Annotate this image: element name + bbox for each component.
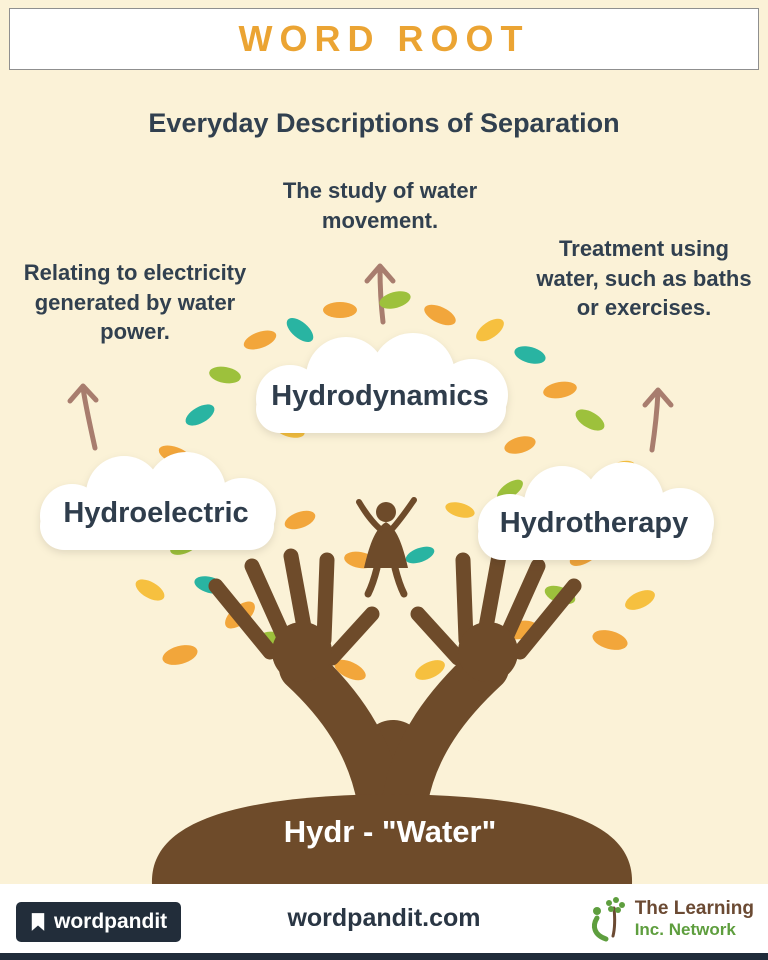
wordpandit-logo-icon xyxy=(31,913,45,931)
footer-bar: wordpandit wordpandit.com The Learning I… xyxy=(0,884,768,960)
root-word-label: Hydr - "Water" xyxy=(283,814,497,849)
wordpandit-logo-text: wordpandit xyxy=(54,910,168,933)
root-mound xyxy=(151,794,633,884)
word-hydrotherapy: Hydrotherapy xyxy=(499,506,689,539)
page-title: WORD ROOT xyxy=(238,18,530,59)
cloud-hydroelectric: Hydroelectric xyxy=(14,450,298,560)
cloud-shape xyxy=(40,452,276,550)
girl-silhouette xyxy=(356,497,417,598)
description-hydroelectric: Relating to electricity generated by wat… xyxy=(23,260,247,345)
description-hydrodynamics: The study of water movement. xyxy=(282,178,478,233)
up-arrows xyxy=(67,263,674,453)
learning-network-logo: The Learning Inc. Network xyxy=(587,894,754,944)
palms xyxy=(272,622,518,682)
word-hydrodynamics: Hydrodynamics xyxy=(271,379,489,412)
cloud-shape xyxy=(478,462,714,560)
hand-branches xyxy=(208,548,582,837)
cloud-shape xyxy=(256,333,508,433)
network-line1: The Learning xyxy=(634,898,754,920)
header-banner: WORD ROOT xyxy=(9,8,759,70)
cloud-hydrotherapy: Hydrotherapy xyxy=(452,460,736,570)
wordpandit-logo-badge: wordpandit xyxy=(16,902,182,942)
subtitle: Everyday Descriptions of Separation xyxy=(148,108,620,138)
word-hydroelectric: Hydroelectric xyxy=(63,496,249,529)
description-hydrotherapy: Treatment using water, such as baths or … xyxy=(536,236,752,321)
learning-network-icon xyxy=(591,897,625,942)
cloud-hydrodynamics: Hydrodynamics xyxy=(228,333,532,443)
network-line2: Inc. Network xyxy=(634,920,736,940)
learning-network-text: The Learning Inc. Network xyxy=(635,898,754,939)
